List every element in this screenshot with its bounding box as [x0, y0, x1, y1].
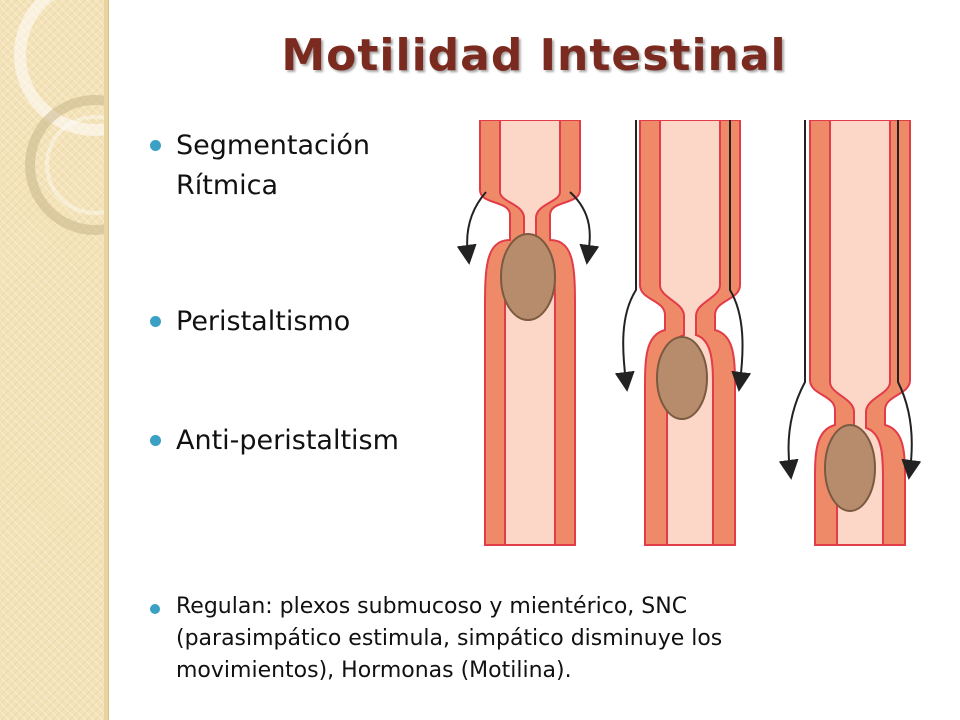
decorative-sidebar: [0, 0, 104, 720]
bullet-text-line1: Segmentación: [176, 130, 371, 161]
intestine-segment-1: [479, 120, 581, 546]
flow-arrow-icon: [569, 191, 600, 265]
bullet-text-line1: Regulan: plexos submucoso y mientérico, …: [176, 594, 688, 619]
bullet-text-line3: movimientos), Hormonas (Motilina).: [176, 658, 572, 683]
flow-arrow-icon: [778, 120, 806, 480]
bullet-text-line2: Rítmica: [176, 170, 279, 201]
bullet-dot-icon: [150, 316, 161, 327]
bullet-text-line2: (parasimpático estimula, simpático dismi…: [176, 626, 723, 651]
sidebar-edge-line: [108, 0, 109, 720]
sidebar-circles-decoration: [14, 0, 104, 235]
intestine-segment-3: [809, 120, 911, 546]
intestine-segment-2: [639, 120, 741, 546]
flow-arrow-icon: [456, 191, 487, 265]
slide-title: Motilidad Intestinal: [281, 30, 787, 81]
bullet-anti-peristaltismo: Anti-peristaltism: [150, 427, 450, 467]
bullet-dot-icon: [150, 604, 160, 614]
flow-arrow-icon: [729, 120, 752, 392]
flow-arrow-icon: [614, 120, 637, 392]
bullet-text-line1: Anti-peristaltism: [176, 427, 399, 456]
flow-arrow-icon: [897, 120, 922, 480]
bullet-dot-icon: [150, 140, 161, 151]
bullet-dot-icon: [150, 435, 161, 446]
bullet-text-line1: Peristaltismo: [176, 306, 351, 337]
sidebar-edge: [104, 0, 108, 720]
peristalsis-diagram: [456, 120, 922, 546]
